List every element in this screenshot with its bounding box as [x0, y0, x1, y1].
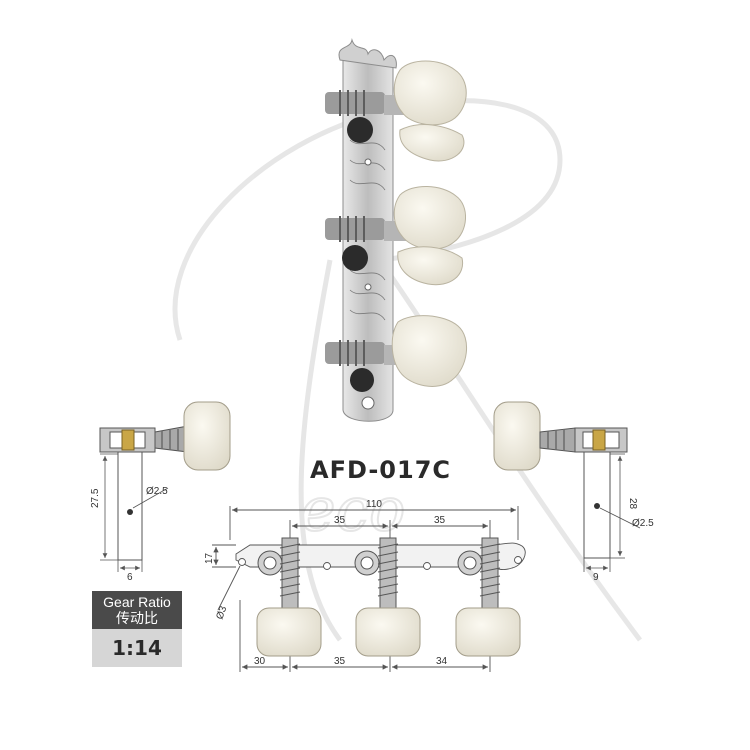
dim-total-length: 110: [366, 499, 382, 510]
plate-knob-2: [355, 607, 421, 657]
gear-ratio-header: Gear Ratio 传动比: [92, 591, 182, 629]
model-title: AFD-017C: [310, 456, 451, 484]
tuner-unit-3: [325, 315, 468, 392]
tuner-plate: [342, 59, 394, 422]
dim-right-hole: Ø2.5: [632, 518, 654, 529]
dim-right-height: 28: [627, 498, 638, 510]
right-knob: [493, 401, 541, 471]
dim-right-width: 9: [593, 572, 599, 583]
right-side-view: [493, 401, 641, 572]
tuner-unit-2: [325, 186, 466, 286]
dim-bottom-spacing-2: 34: [436, 656, 448, 667]
dim-bottom-spacing-1: 35: [334, 656, 346, 667]
left-knob: [183, 401, 231, 471]
plate-knob-1: [256, 607, 322, 657]
dim-left-height: 27.5: [90, 488, 101, 508]
dim-end-offset: 30: [254, 656, 266, 667]
dim-spacing-1: 35: [334, 515, 346, 526]
watermark-logo: [172, 98, 643, 642]
dim-left-width: 6: [127, 572, 133, 583]
left-side-view: [99, 401, 231, 572]
dim-plate-width: 17: [204, 552, 215, 564]
gear-ratio-box: Gear Ratio 传动比 1:14: [92, 591, 182, 667]
dim-left-hole: Ø2.5: [146, 486, 168, 497]
tuner-photo: [325, 38, 468, 422]
tuner-unit-1: [325, 60, 467, 162]
gear-ratio-value: 1:14: [92, 629, 182, 667]
gear-ratio-label: Gear Ratio: [103, 594, 171, 610]
gear-ratio-label-cn: 传动比: [116, 610, 158, 626]
plate-gears: [256, 537, 521, 657]
plate-knob-3: [455, 607, 521, 657]
left-post: [117, 451, 143, 561]
plate-top-ornament: [338, 38, 397, 69]
dim-screw-hole: Ø3: [214, 604, 229, 621]
dim-spacing-2: 35: [434, 515, 446, 526]
